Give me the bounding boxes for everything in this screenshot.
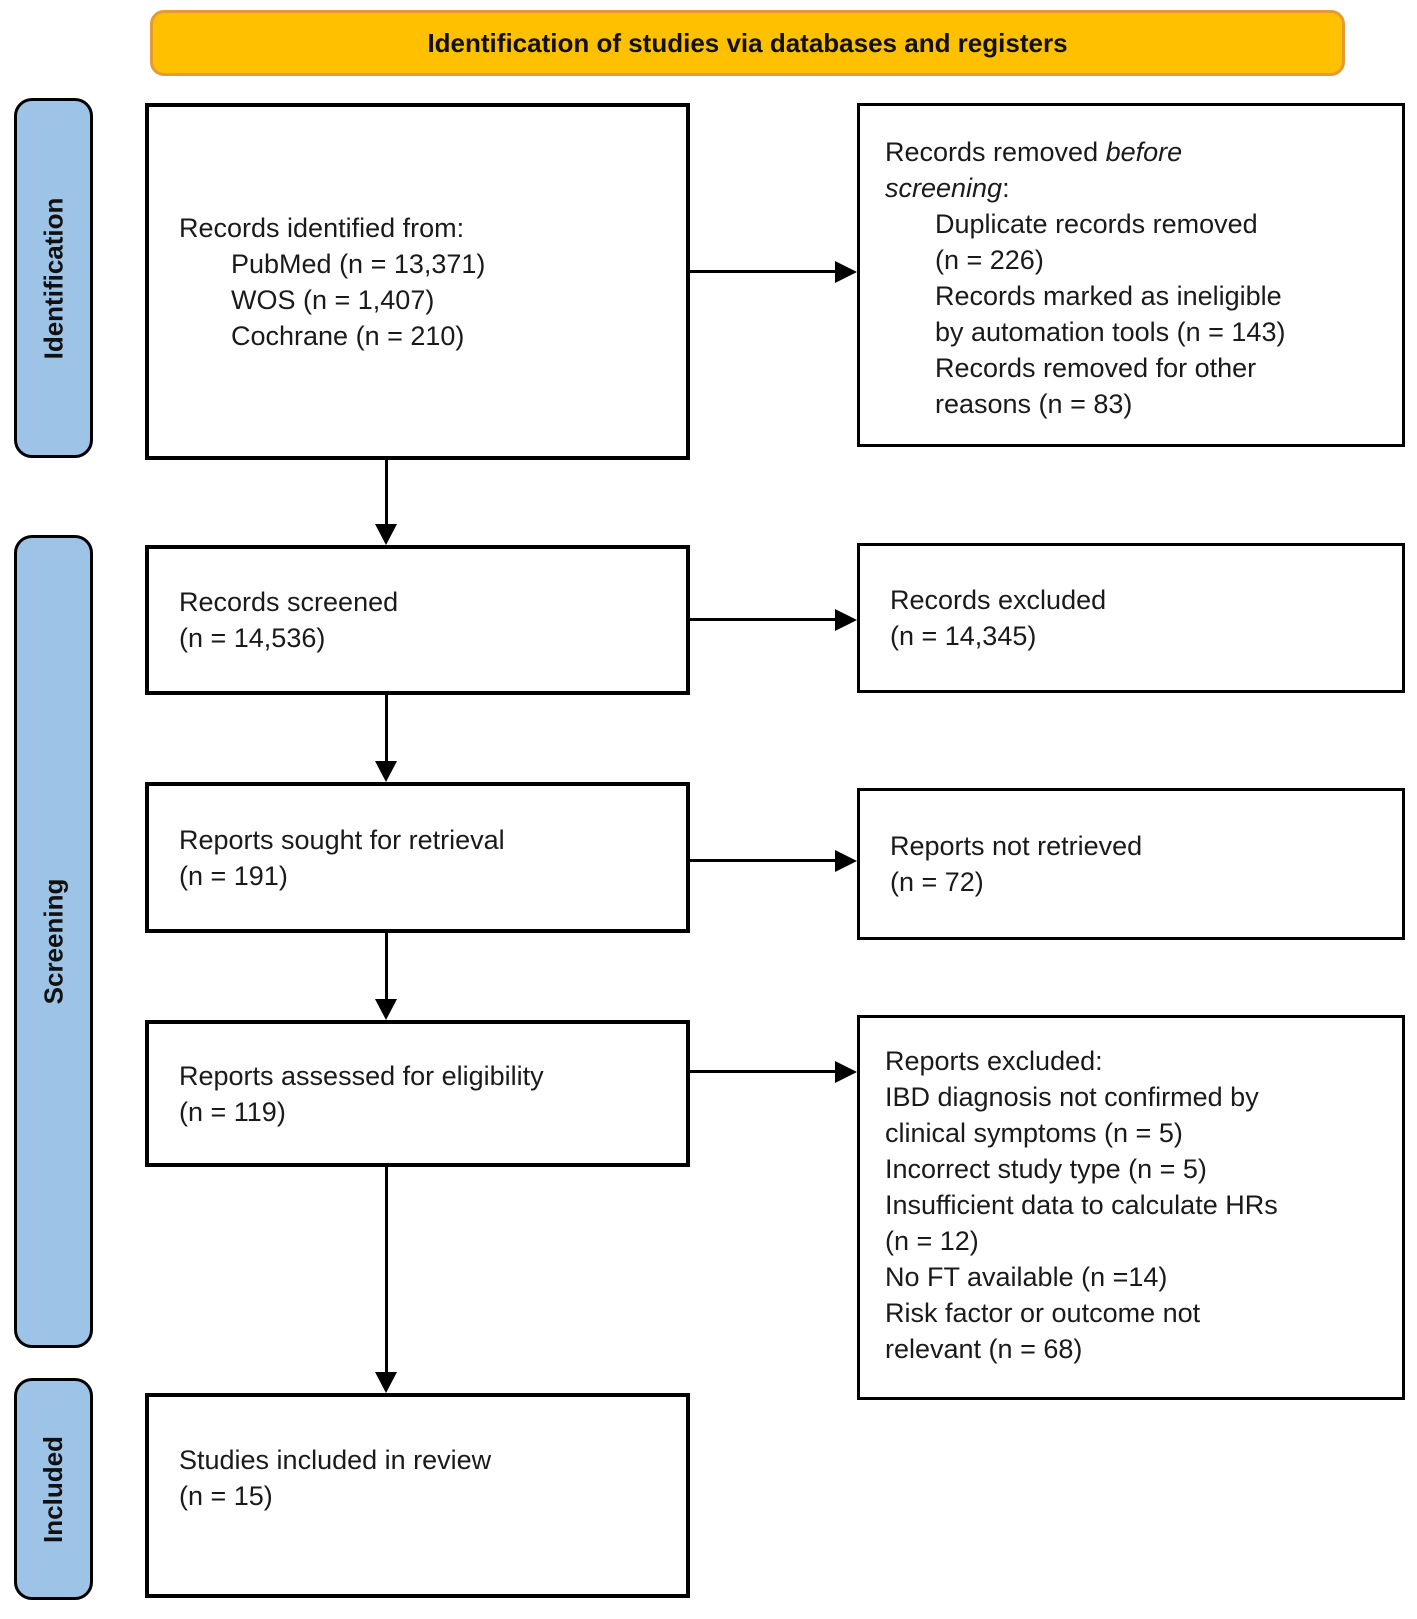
banner-identification-of-studies: Identification of studies via databases … [150,10,1345,76]
reports-assessed-label: Reports assessed for eligibility [179,1060,544,1091]
studies-included-count: (n = 15) [179,1481,273,1511]
box-records-identified: Records identified from: PubMed (n = 13,… [145,103,690,460]
box-reports-assessed-for-eligibility: Reports assessed for eligibility (n = 11… [145,1020,690,1167]
arrow-head-identified-to-screened [375,524,397,545]
records-identified-item-cochrane: Cochrane (n = 210) [231,320,465,351]
records-screened-count: (n = 14,536) [179,623,326,653]
box-records-screened: Records screened (n = 14,536) [145,545,690,695]
reports-excluded-item-not-relevant: Risk factor or outcome not relevant (n =… [885,1298,1201,1364]
reports-excluded-title: Reports excluded: [885,1046,1103,1076]
arrow-head-sought-to-not-retrieved [835,850,857,872]
stage-label-identification: Identification [38,197,68,359]
stage-bar-screening: Screening [14,535,93,1348]
reports-excluded-item-insufficient-data: Insufficient data to calculate HRs (n = … [885,1190,1278,1256]
box-reports-excluded: Reports excluded: IBD diagnosis not conf… [857,1015,1405,1400]
reports-excluded-item-no-ft: No FT available (n =14) [885,1262,1168,1292]
records-removed-item-automation: Records marked as ineligible by automati… [935,281,1286,347]
box-records-excluded: Records excluded (n = 14,345) [857,543,1405,693]
reports-sought-label: Reports sought for retrieval [179,824,505,855]
stage-bar-identification: Identification [14,98,93,458]
reports-excluded-item-ibd-diagnosis: IBD diagnosis not confirmed by clinical … [885,1082,1259,1148]
arrow-line-assessed-to-reports-excluded [690,1070,836,1073]
stage-bar-included: Included [14,1378,93,1600]
reports-not-retrieved-count: (n = 72) [890,867,984,897]
records-excluded-count: (n = 14,345) [890,621,1037,651]
records-removed-item-duplicates: Duplicate records removed (n = 226) [935,209,1258,275]
box-reports-sought-for-retrieval: Reports sought for retrieval (n = 191) [145,782,690,933]
box-records-removed-before-screening: Records removed before screening: Duplic… [857,103,1405,447]
reports-not-retrieved-label: Reports not retrieved [890,831,1143,861]
arrow-line-identified-to-removed [690,270,836,273]
arrow-head-screened-to-sought [375,761,397,782]
records-screened-label: Records screened [179,587,399,617]
arrow-line-sought-to-assessed [385,933,388,999]
studies-included-label: Studies included in review [179,1445,492,1475]
arrow-line-screened-to-sought [385,695,388,761]
arrow-line-sought-to-not-retrieved [690,859,836,862]
stage-label-included: Included [38,1435,68,1543]
records-removed-title-prefix: Records removed [885,137,1106,167]
records-identified-item-pubmed: PubMed (n = 13,371) [231,248,486,279]
box-reports-not-retrieved: Reports not retrieved (n = 72) [857,788,1405,940]
arrow-head-sought-to-assessed [375,999,397,1020]
arrow-head-screened-to-excluded [835,609,857,631]
records-excluded-label: Records excluded [890,585,1107,615]
arrow-head-identified-to-removed [835,261,857,283]
arrow-line-identified-to-screened [385,460,388,525]
stage-label-screening: Screening [38,878,68,1005]
reports-excluded-item-study-type: Incorrect study type (n = 5) [885,1154,1207,1184]
records-removed-title-italic2: screening [885,173,1003,203]
arrow-head-assessed-to-included [375,1372,397,1393]
records-removed-title: Records removed before screening: [885,134,1380,206]
arrow-line-screened-to-excluded [690,618,836,621]
reports-sought-count: (n = 191) [179,860,288,891]
records-removed-title-italic1: before [1105,137,1183,167]
box-studies-included-in-review: Studies included in review (n = 15) [145,1393,690,1598]
records-identified-content: Records identified from: PubMed (n = 13,… [149,210,686,354]
reports-assessed-count: (n = 119) [179,1096,286,1127]
records-removed-title-suffix: : [1002,173,1010,203]
arrow-head-assessed-to-reports-excluded [835,1061,857,1083]
arrow-line-assessed-to-included [385,1167,388,1372]
banner-title: Identification of studies via databases … [427,27,1068,58]
records-identified-item-wos: WOS (n = 1,407) [231,284,435,315]
records-removed-item-other: Records removed for other reasons (n = 8… [935,353,1257,419]
records-identified-title: Records identified from: [179,212,465,243]
